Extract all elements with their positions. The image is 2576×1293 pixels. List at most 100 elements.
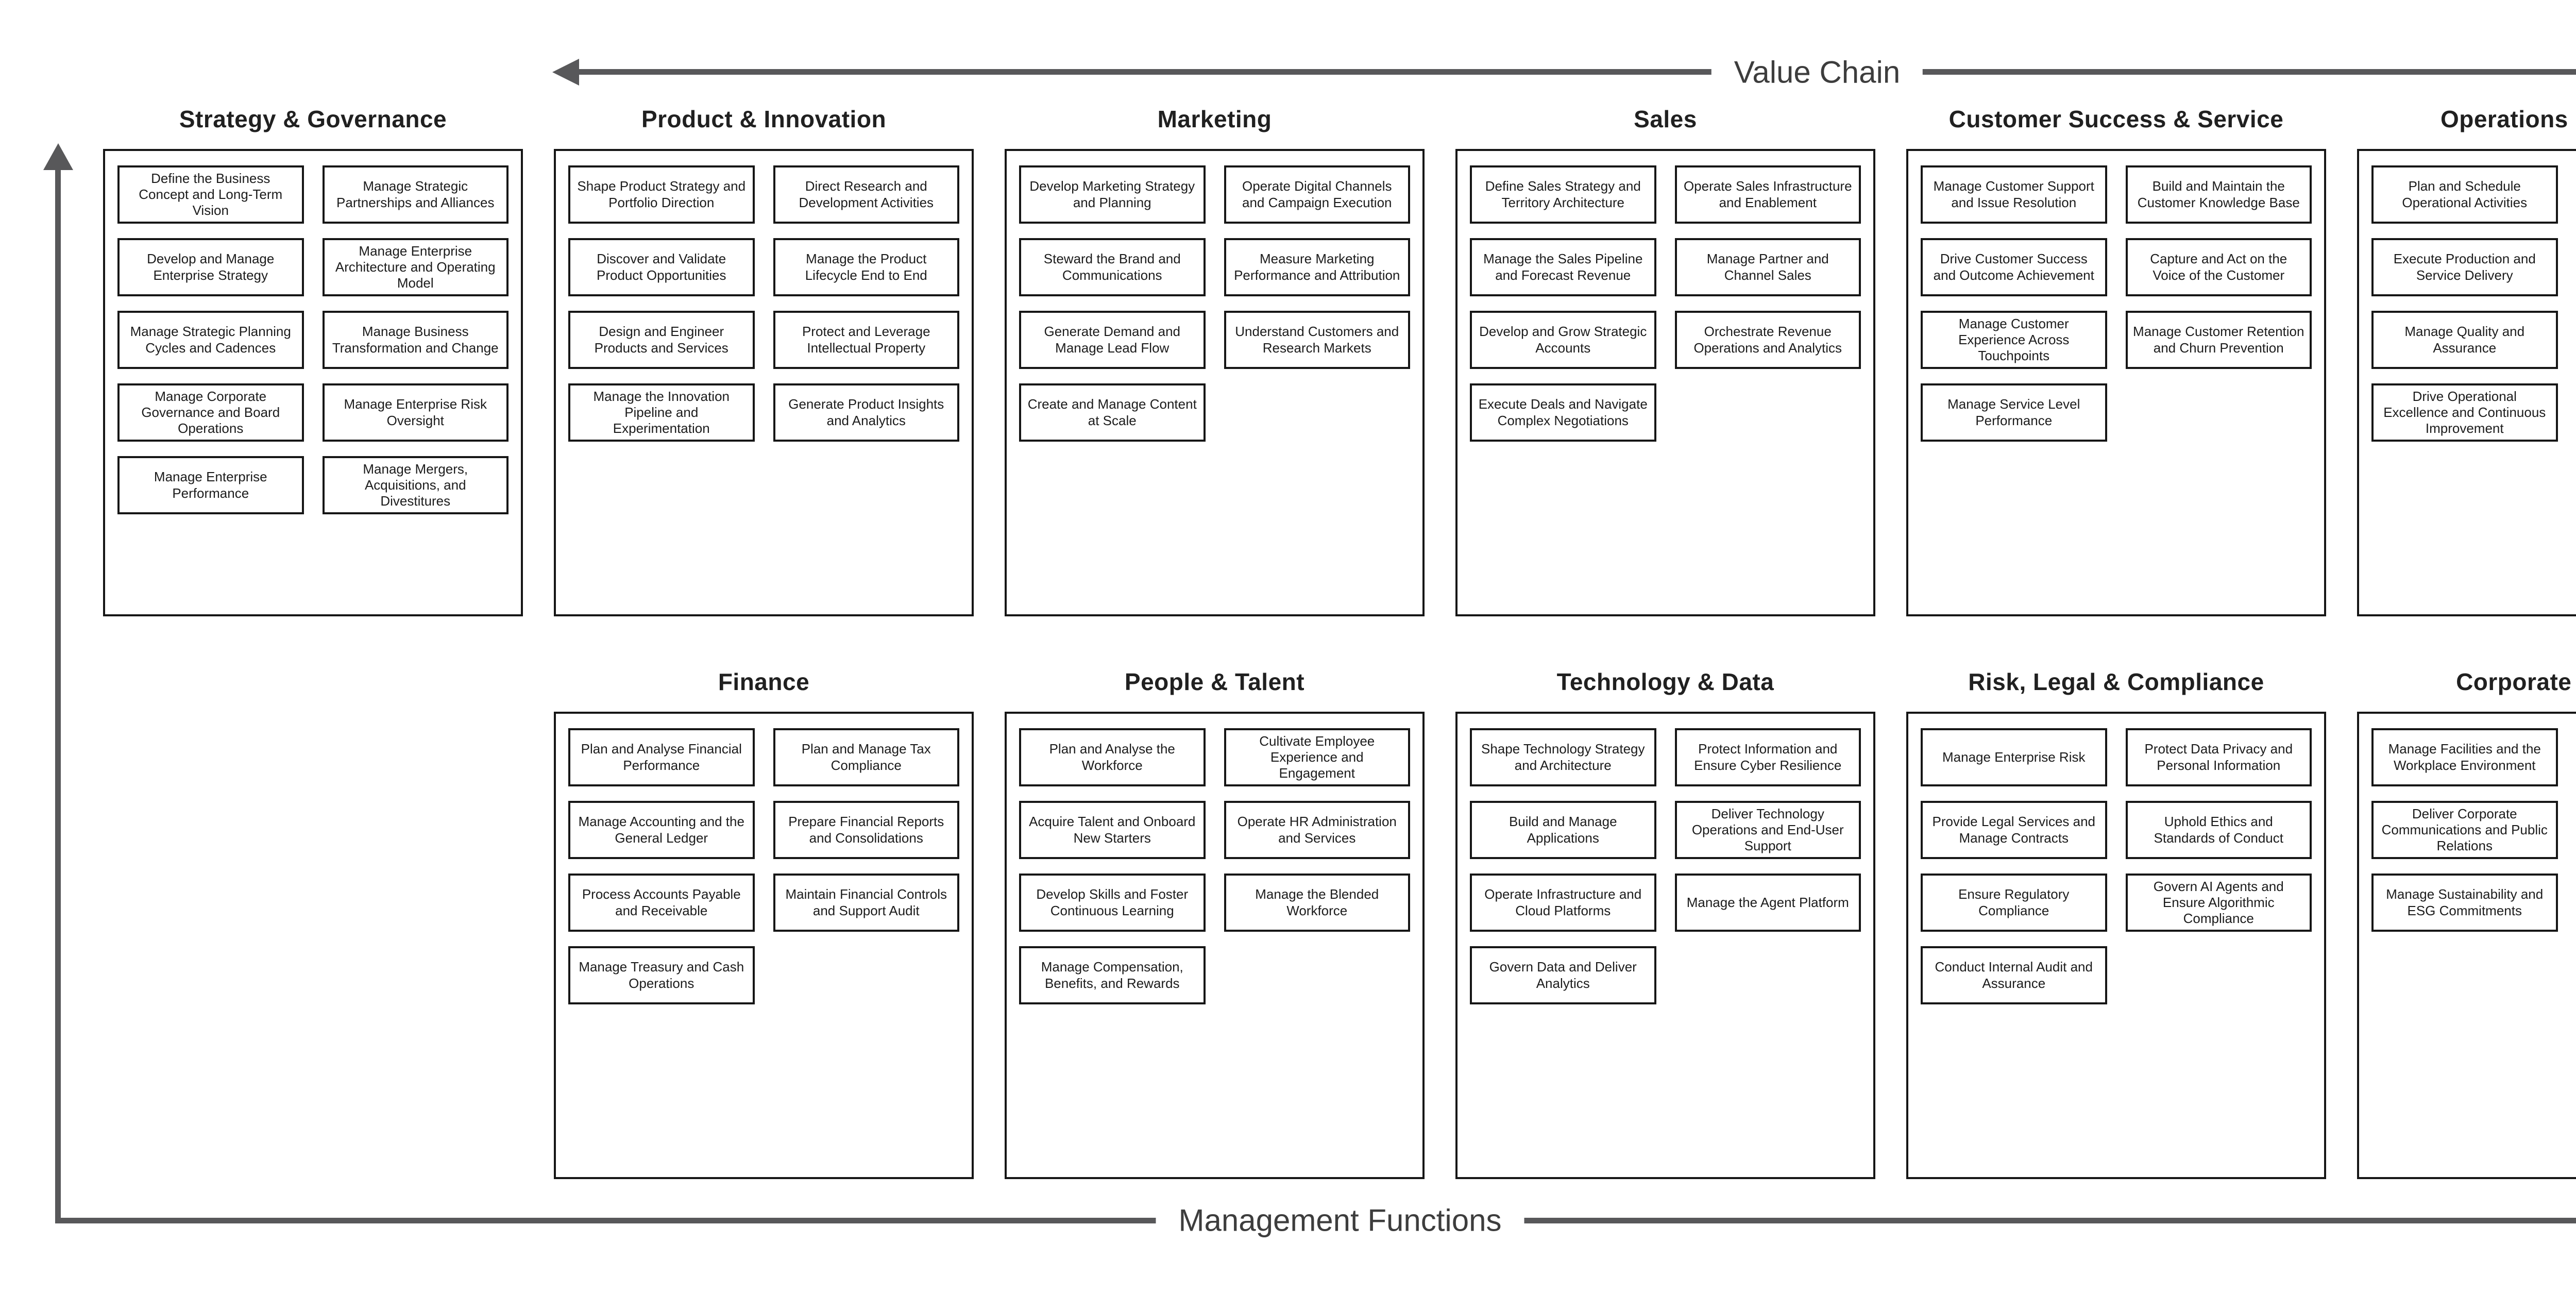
capability-box: Design and Engineer Products and Service… — [568, 311, 755, 369]
capability-box: Protect Data Privacy and Personal Inform… — [2125, 728, 2312, 786]
management-vertical-axis — [43, 143, 73, 1223]
group-box: Define the Business Concept and Long-Ter… — [103, 149, 523, 616]
group-title: Customer Success & Service — [1948, 106, 2284, 132]
capability-box: Generate Product Insights and Analytics — [773, 383, 959, 442]
capability-box: Acquire Talent and Onboard New Starters — [1019, 801, 1206, 859]
capability-box: Manage Partner and Channel Sales — [1674, 238, 1861, 296]
group-title: Technology & Data — [1556, 668, 1774, 695]
capability-box: Manage the Agent Platform — [1674, 874, 1861, 932]
capability-box: Plan and Schedule Operational Activities — [2371, 165, 2558, 224]
arrowhead-left-icon — [552, 59, 579, 86]
capability-box: Drive Operational Excellence and Continu… — [2371, 383, 2558, 442]
capability-box: Manage Business Transformation and Chang… — [322, 311, 509, 369]
capability-box: Manage Accounting and the General Ledger — [568, 801, 755, 859]
capability-box: Execute Deals and Navigate Complex Negot… — [1470, 383, 1656, 442]
capability-box: Manage the Innovation Pipeline and Exper… — [568, 383, 755, 442]
capability-box: Ensure Regulatory Compliance — [1921, 874, 2107, 932]
group-sales: Sales Define Sales Strategy and Territor… — [1455, 106, 1875, 616]
group-title: Operations & Delivery — [2440, 106, 2576, 132]
capability-grid: Shape Product Strategy and Portfolio Dir… — [556, 151, 972, 456]
capability-box: Manage Strategic Planning Cycles and Cad… — [117, 311, 304, 369]
group-box: Manage Customer Support and Issue Resolu… — [1906, 149, 2326, 616]
capability-box: Provide Legal Services and Manage Contra… — [1921, 801, 2107, 859]
management-functions-axis: Management Functions — [55, 1202, 2576, 1238]
group-title: Corporate Services — [2456, 668, 2576, 695]
vertical-arrow-line — [55, 167, 61, 1223]
group-people-talent: People & Talent Plan and Analyse the Wor… — [1005, 668, 1425, 1179]
capability-box: Process Accounts Payable and Receivable — [568, 874, 755, 932]
capability-box: Develop and Manage Enterprise Strategy — [117, 238, 304, 296]
group-strategy-governance: Strategy & Governance Define the Busines… — [103, 106, 523, 616]
capability-box: Capture and Act on the Voice of the Cust… — [2125, 238, 2312, 296]
capability-box: Develop and Grow Strategic Accounts — [1470, 311, 1656, 369]
capability-box: Manage Customer Support and Issue Resolu… — [1921, 165, 2107, 224]
value-chain-axis: Value Chain — [552, 54, 2576, 90]
capability-grid: Define the Business Concept and Long-Ter… — [105, 151, 521, 529]
capability-box: Manage Enterprise Architecture and Opera… — [322, 238, 509, 296]
group-title: Risk, Legal & Compliance — [1968, 668, 2264, 695]
group-box: Shape Technology Strategy and Architectu… — [1455, 712, 1875, 1179]
capability-box: Operate Infrastructure and Cloud Platfor… — [1470, 874, 1656, 932]
capability-box: Uphold Ethics and Standards of Conduct — [2125, 801, 2312, 859]
capability-box: Build and Maintain the Customer Knowledg… — [2125, 165, 2312, 224]
group-box: Manage Facilities and the Workplace Envi… — [2357, 712, 2576, 1179]
group-title: Finance — [718, 668, 810, 695]
capability-box: Develop Marketing Strategy and Planning — [1019, 165, 1206, 224]
capability-box: Build and Manage Applications — [1470, 801, 1656, 859]
capability-box: Manage the Product Lifecycle End to End — [773, 238, 959, 296]
capability-box: Manage Mergers, Acquisitions, and Divest… — [322, 456, 509, 514]
capability-grid: Define Sales Strategy and Territory Arch… — [1458, 151, 1873, 456]
capability-box: Prepare Financial Reports and Consolidat… — [773, 801, 959, 859]
capability-box: Manage the Blended Workforce — [1224, 874, 1410, 932]
group-title: People & Talent — [1124, 668, 1305, 695]
group-risk-legal-compliance: Risk, Legal & Compliance Manage Enterpri… — [1906, 668, 2326, 1179]
group-title: Marketing — [1157, 106, 1272, 132]
value-chain-label: Value Chain — [1711, 54, 1923, 90]
capability-box: Orchestrate Revenue Operations and Analy… — [1674, 311, 1861, 369]
capability-grid: Manage Customer Support and Issue Resolu… — [1908, 151, 2324, 456]
capability-box: Shape Technology Strategy and Architectu… — [1470, 728, 1656, 786]
capability-grid: Plan and Schedule Operational Activities… — [2359, 151, 2576, 456]
capability-box: Manage Facilities and the Workplace Envi… — [2371, 728, 2558, 786]
capability-box: Conduct Internal Audit and Assurance — [1921, 946, 2107, 1004]
capability-box: Manage Corporate Governance and Board Op… — [117, 383, 304, 442]
group-customer-success-service: Customer Success & Service Manage Custom… — [1906, 106, 2326, 616]
capability-box: Define Sales Strategy and Territory Arch… — [1470, 165, 1656, 224]
capability-grid: Shape Technology Strategy and Architectu… — [1458, 714, 1873, 1019]
capability-box: Deliver Corporate Communications and Pub… — [2371, 801, 2558, 859]
capability-box: Discover and Validate Product Opportunit… — [568, 238, 755, 296]
capability-box: Define the Business Concept and Long-Ter… — [117, 165, 304, 224]
group-corporate-services: Corporate Services Manage Facilities and… — [2357, 668, 2576, 1179]
group-box: Shape Product Strategy and Portfolio Dir… — [554, 149, 974, 616]
capability-box: Understand Customers and Research Market… — [1224, 311, 1410, 369]
group-title: Sales — [1634, 106, 1697, 132]
capability-box: Generate Demand and Manage Lead Flow — [1019, 311, 1206, 369]
capability-box: Create and Manage Content at Scale — [1019, 383, 1206, 442]
group-product-innovation: Product & Innovation Shape Product Strat… — [554, 106, 974, 616]
capability-box: Develop Skills and Foster Continuous Lea… — [1019, 874, 1206, 932]
capability-grid: Manage Facilities and the Workplace Envi… — [2359, 714, 2576, 946]
group-box: Define Sales Strategy and Territory Arch… — [1455, 149, 1875, 616]
capability-box: Operate Sales Infrastructure and Enablem… — [1674, 165, 1861, 224]
group-marketing: Marketing Develop Marketing Strategy and… — [1005, 106, 1425, 616]
capability-box: Manage Strategic Partnerships and Allian… — [322, 165, 509, 224]
capability-box: Govern Data and Deliver Analytics — [1470, 946, 1656, 1004]
group-box: Plan and Schedule Operational Activities… — [2357, 149, 2576, 616]
capability-box: Manage Customer Retention and Churn Prev… — [2125, 311, 2312, 369]
arrowhead-up-icon — [43, 143, 73, 170]
capability-box: Manage Compensation, Benefits, and Rewar… — [1019, 946, 1206, 1004]
capability-box: Maintain Financial Controls and Support … — [773, 874, 959, 932]
capability-box: Manage Enterprise Performance — [117, 456, 304, 514]
capability-box: Cultivate Employee Experience and Engage… — [1224, 728, 1410, 786]
capability-box: Manage Customer Experience Across Touchp… — [1921, 311, 2107, 369]
capability-box: Protect and Leverage Intellectual Proper… — [773, 311, 959, 369]
capability-box: Deliver Technology Operations and End-Us… — [1674, 801, 1861, 859]
group-technology-data: Technology & Data Shape Technology Strat… — [1455, 668, 1875, 1179]
capability-box: Manage Sustainability and ESG Commitment… — [2371, 874, 2558, 932]
